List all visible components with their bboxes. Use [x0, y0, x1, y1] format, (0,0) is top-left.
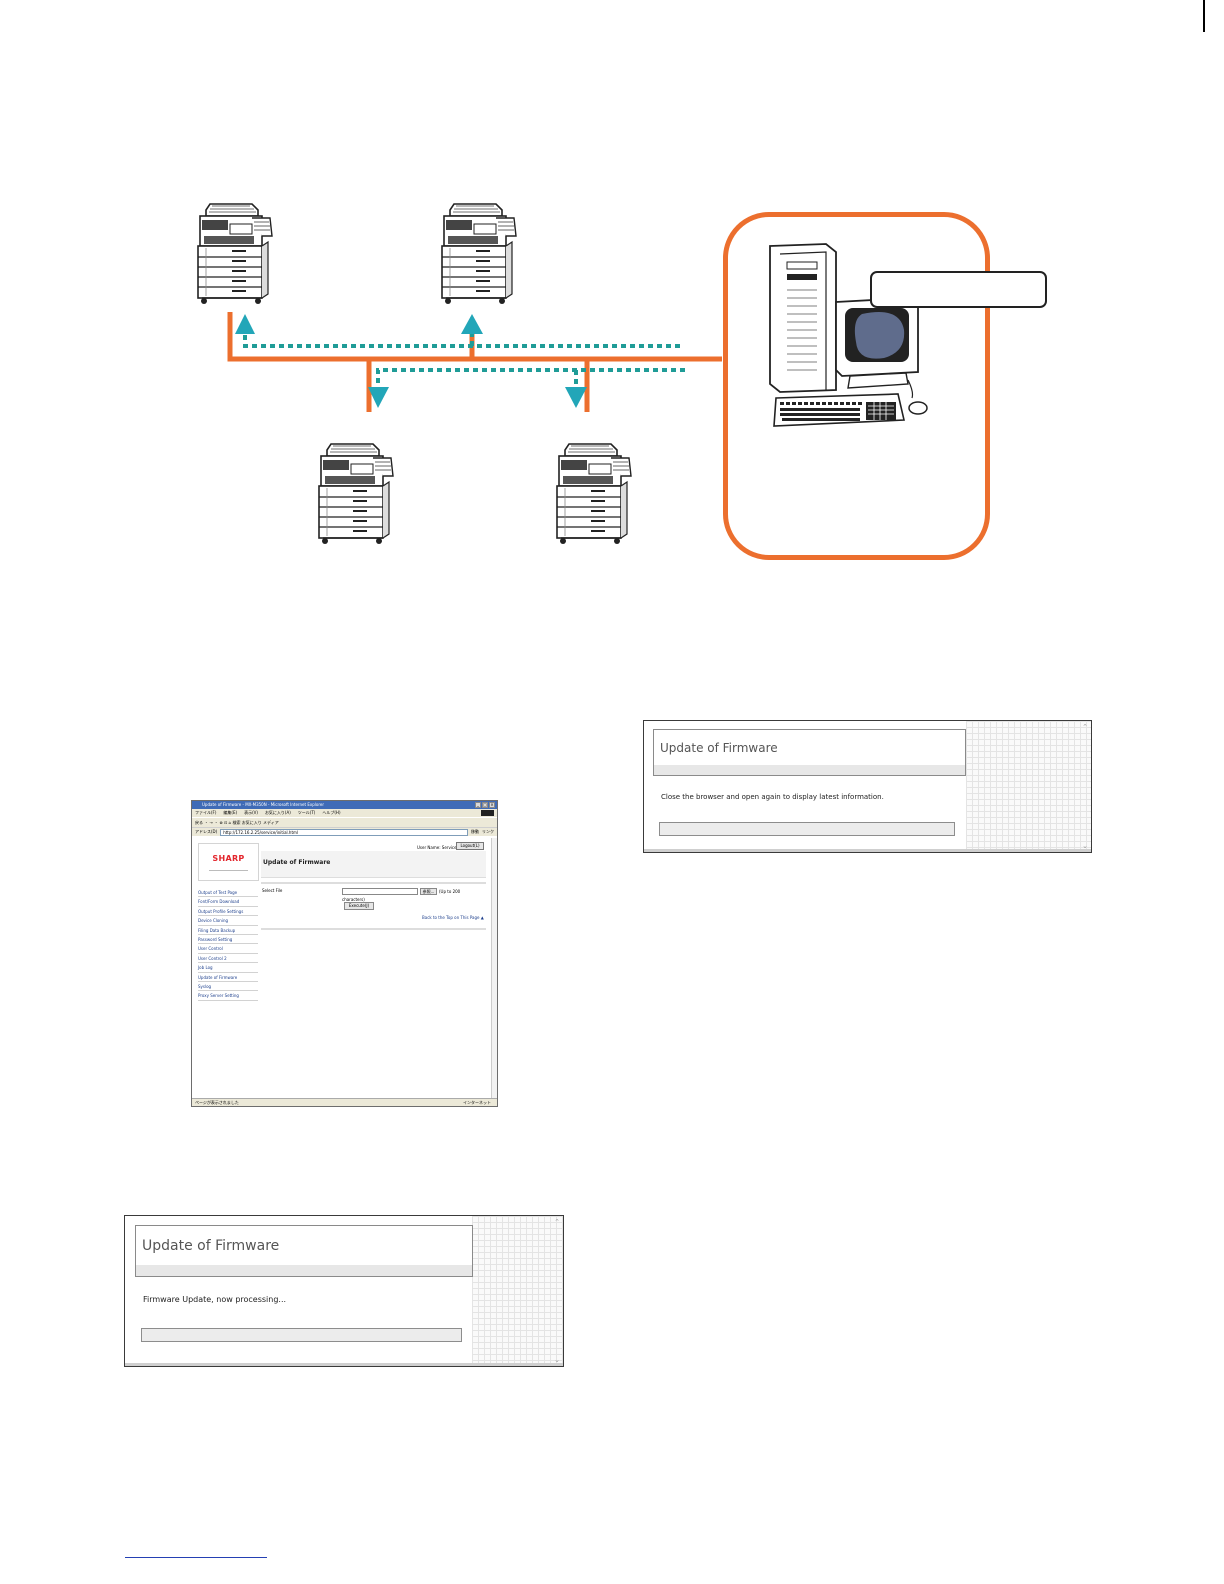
firmware-complete-screen: Update of Firmware Close the browser and…: [643, 720, 1092, 853]
file-path-input[interactable]: [342, 888, 418, 895]
header-divider: [261, 882, 486, 884]
flow-arrows: [235, 314, 587, 408]
header-strip: [136, 1265, 472, 1276]
copier-icon: [441, 203, 517, 305]
computer-callout-box: [870, 271, 1047, 308]
computer-highlight-frame: [723, 212, 990, 560]
menu-help[interactable]: ヘルプ(H): [322, 810, 341, 815]
minimize-button[interactable]: _: [475, 802, 481, 808]
internet-zone-label: インターネット: [463, 1100, 491, 1105]
processing-header: [135, 1225, 473, 1277]
sidebar-menu: Output of Test Page Font/Form Download O…: [198, 888, 258, 1001]
scroll-down-icon[interactable]: ⌄: [1082, 842, 1088, 850]
windows-logo-icon: [481, 810, 494, 816]
arrow-up-2: [461, 314, 483, 334]
page-header-band: [261, 851, 486, 878]
arrow-down-2: [565, 387, 587, 408]
sharp-logo-box: SHARP: [198, 843, 259, 881]
sidebar-item-output-profile-settings[interactable]: Output Profile Settings: [198, 907, 258, 917]
scroll-up-icon[interactable]: ⌃: [554, 1218, 560, 1226]
sidebar-item-user-control-2[interactable]: User Control 2: [198, 954, 258, 964]
char-limit-note-2: characters): [342, 897, 365, 902]
footer-rule: [125, 1557, 267, 1558]
sidebar-item-device-cloning[interactable]: Device Cloning: [198, 916, 258, 926]
sidebar-item-font-form-download[interactable]: Font/Form Download: [198, 897, 258, 907]
copier-icon: [197, 203, 273, 305]
browser-title: Update of Firmware - MX-M350N - Microsof…: [202, 802, 324, 807]
menu-file[interactable]: ファイル(F): [195, 810, 217, 815]
scroll-down-icon[interactable]: ⌄: [554, 1356, 560, 1364]
page-title: Update of Firmware: [263, 859, 331, 866]
browser-window: Update of Firmware - MX-M350N - Microsof…: [191, 800, 498, 1107]
processing-message: Firmware Update, now processing...: [143, 1295, 287, 1304]
copier-icon: [318, 443, 394, 545]
browser-menubar: ファイル(F) 編集(E) 表示(V) お気に入り(A) ツール(T) ヘルプ(…: [192, 809, 497, 817]
grid-background: [966, 721, 1091, 852]
copier-icon: [556, 443, 632, 545]
sidebar-item-output-test-page[interactable]: Output of Test Page: [198, 888, 258, 898]
menu-tools[interactable]: ツール(T): [297, 810, 316, 815]
firmware-processing-screen: Update of Firmware Firmware Update, now …: [124, 1215, 564, 1367]
address-input[interactable]: http://172.16.2.25/service/initial.html: [220, 828, 468, 836]
user-name-label: User Name: Service: [417, 845, 457, 850]
complete-title: Update of Firmware: [660, 741, 778, 755]
logout-button[interactable]: Logout(L): [456, 842, 484, 850]
sidebar-item-password-setting[interactable]: Password Setting: [198, 935, 258, 945]
network-diagram: [0, 0, 1224, 600]
sidebar-item-job-log[interactable]: Job Log: [198, 963, 258, 973]
links-button[interactable]: リンク: [482, 829, 494, 834]
menu-edit[interactable]: 編集(E): [223, 810, 238, 815]
address-label: アドレス(D): [195, 829, 218, 834]
sidebar-item-proxy-server-setting[interactable]: Proxy Server Setting: [198, 991, 258, 1001]
grid-background: [472, 1216, 563, 1366]
execute-button[interactable]: Execute(J): [344, 902, 374, 910]
arrow-down-1: [368, 387, 389, 408]
data-flow-lines: [243, 334, 685, 386]
content-divider: [261, 928, 486, 930]
logo-underline: [209, 870, 248, 871]
browser-toolbar[interactable]: 戻る ・ → ・ ⊗ ⊡ ⌂ 検索 お気に入り メディア: [192, 817, 497, 827]
progress-bar: [141, 1328, 462, 1342]
char-limit-note: (Up to 200: [439, 889, 461, 894]
sidebar-item-filing-data-backup[interactable]: Filing Data Backup: [198, 926, 258, 935]
browse-button[interactable]: 参照...: [420, 888, 437, 895]
scroll-up-icon[interactable]: ⌃: [1082, 723, 1088, 731]
sidebar-item-user-control[interactable]: User Control: [198, 944, 258, 954]
status-text: ページが表示されました: [195, 1100, 239, 1105]
back-to-top-link[interactable]: Back to the Top on This Page ▲: [422, 915, 484, 920]
complete-message: Close the browser and open again to disp…: [661, 793, 884, 801]
complete-header: [653, 729, 966, 776]
go-button[interactable]: 移動: [471, 829, 479, 834]
sidebar-item-syslog[interactable]: Syslog: [198, 982, 258, 992]
close-button[interactable]: ×: [489, 802, 495, 808]
browser-content: SHARP User Name: Service Logout(L) Updat…: [192, 838, 491, 1098]
page-top-rule: [1203, 0, 1205, 32]
network-cable: [227, 312, 722, 412]
bottom-edge: [125, 1363, 563, 1366]
sidebar-item-update-firmware[interactable]: Update of Firmware: [198, 973, 258, 982]
select-file-label: Select File: [262, 888, 283, 893]
maximize-button[interactable]: □: [482, 802, 488, 808]
arrow-up-1: [235, 314, 255, 334]
browser-statusbar: ページが表示されました インターネット: [192, 1098, 497, 1106]
menu-view[interactable]: 表示(V): [244, 810, 258, 815]
browser-titlebar: Update of Firmware - MX-M350N - Microsof…: [192, 801, 497, 809]
vertical-scrollbar[interactable]: [491, 838, 497, 1098]
bottom-edge: [644, 849, 1091, 852]
menu-favorites[interactable]: お気に入り(A): [264, 810, 291, 815]
desktop-computer-icon: [769, 243, 928, 427]
sharp-logo: SHARP: [212, 854, 245, 863]
network-lines: [197, 203, 928, 545]
progress-bar: [659, 822, 955, 836]
header-strip: [654, 765, 965, 775]
address-bar: アドレス(D) http://172.16.2.25/service/initi…: [192, 827, 497, 836]
processing-title: Update of Firmware: [142, 1238, 280, 1254]
